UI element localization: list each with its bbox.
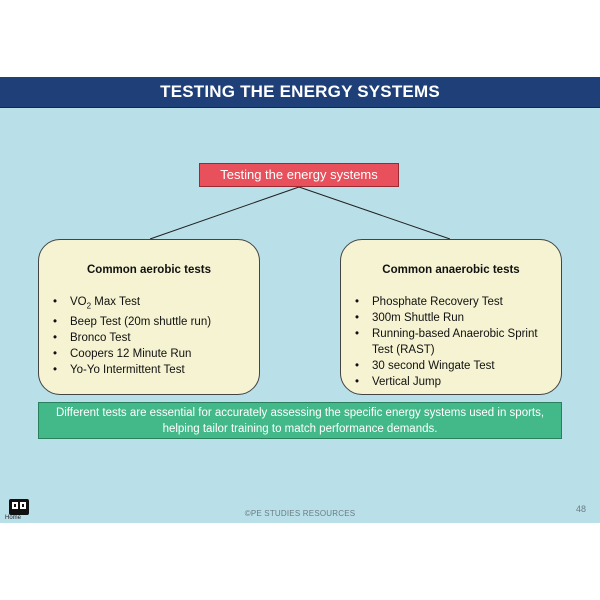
anaerobic-heading: Common anaerobic tests (382, 264, 520, 276)
aerobic-item: Beep Test (20m shuttle run) (53, 314, 249, 330)
center-topic-box: Testing the energy systems (199, 163, 399, 187)
anaerobic-item: Running-based Anaerobic Sprint Test (RAS… (355, 326, 551, 358)
anaerobic-item: Phosphate Recovery Test (355, 294, 551, 310)
connector-left (149, 186, 300, 240)
aerobic-item-vo2: VO2 Max Test (53, 294, 249, 314)
aerobic-list: VO2 Max Test Beep Test (20m shuttle run)… (53, 294, 249, 378)
aerobic-tests-panel: Common aerobic tests VO2 Max Test Beep T… (38, 239, 260, 395)
footer-copyright: ©PE STUDIES RESOURCES (244, 509, 356, 518)
vo2-subscript: 2 (86, 301, 92, 311)
aerobic-item: Yo-Yo Intermittent Test (53, 362, 249, 378)
anaerobic-item: Vertical Jump (355, 374, 551, 390)
page-number: 48 (575, 504, 586, 514)
connector-right (298, 186, 451, 240)
aerobic-item: Bronco Test (53, 330, 249, 346)
anaerobic-item: 300m Shuttle Run (355, 310, 551, 326)
aerobic-heading: Common aerobic tests (87, 264, 211, 276)
summary-box: Different tests are essential for accura… (38, 402, 562, 439)
anaerobic-list: Phosphate Recovery Test 300m Shuttle Run… (355, 294, 551, 390)
aerobic-item: Coopers 12 Minute Run (53, 346, 249, 362)
connector-lines (149, 186, 451, 240)
anaerobic-tests-panel: Common anaerobic tests Phosphate Recover… (340, 239, 562, 395)
slide: TESTING THE ENERGY SYSTEMS Testing the e… (0, 77, 600, 523)
home-label[interactable]: Home (5, 515, 22, 521)
slide-title: TESTING THE ENERGY SYSTEMS (0, 77, 600, 108)
vo2-prefix: VO (70, 296, 87, 308)
anaerobic-item: 30 second Wingate Test (355, 358, 551, 374)
home-logo-icon[interactable] (8, 498, 30, 520)
vo2-suffix: Max Test (91, 296, 141, 308)
